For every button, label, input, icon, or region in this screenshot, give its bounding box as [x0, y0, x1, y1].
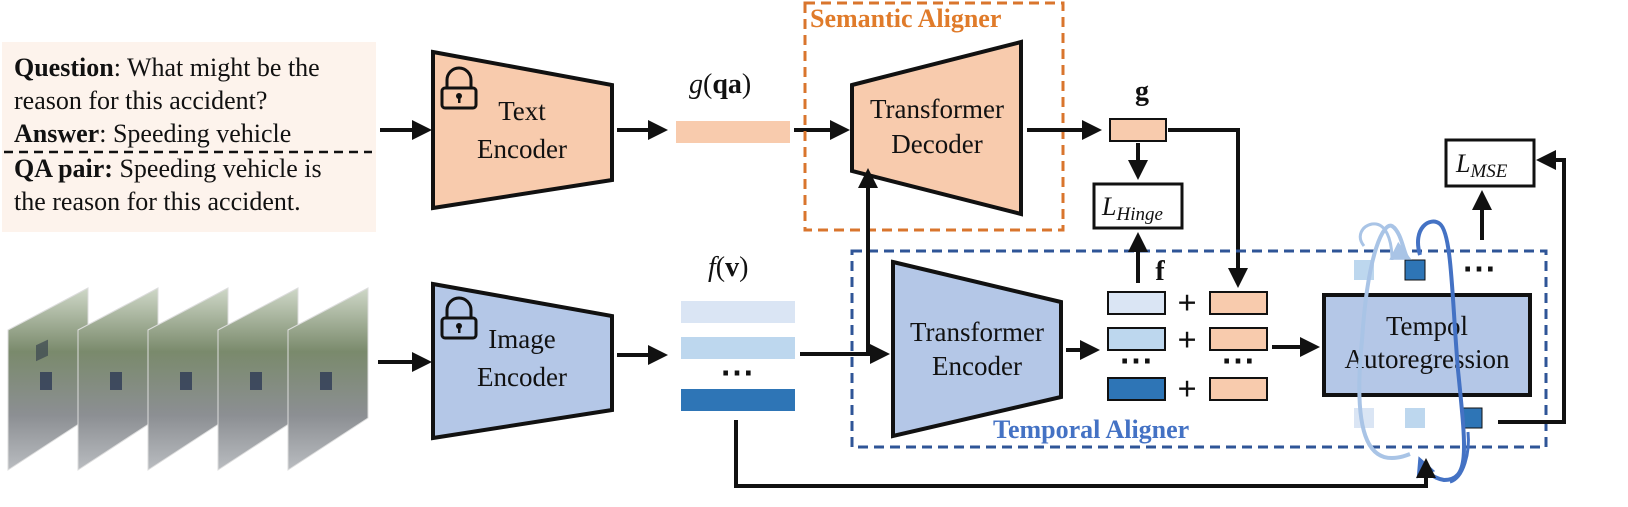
lock-icon: [440, 296, 478, 340]
plus-sign: +: [1177, 371, 1196, 408]
top-token-dark: [1404, 259, 1426, 281]
answer-text: : Speeding vehicle: [99, 119, 291, 148]
image-encoder-block: [431, 281, 614, 441]
lock-icon: [440, 66, 478, 110]
semantic-aligner-label: Semantic Aligner: [810, 4, 1001, 33]
question-text-cont: reason for this accident?: [14, 86, 267, 115]
transformer-decoder-label-2: Decoder: [891, 129, 982, 159]
transformer-encoder-label: Transformer: [910, 317, 1044, 347]
qa-box: Question: What might be the reason for t…: [2, 42, 376, 232]
fv-feature-1: [681, 301, 795, 323]
qa-background: [2, 42, 376, 232]
f-label: f: [1155, 256, 1165, 287]
semantic-aligner: Semantic Aligner Transformer Decoder: [803, 1, 1065, 232]
answer-label: Answer: [14, 119, 99, 148]
f-ellipsis: ⋯: [1119, 343, 1155, 380]
bottom-token-light: [1405, 408, 1425, 428]
video-frames: [7, 287, 369, 471]
g-copy-n: [1209, 377, 1268, 401]
loop-arrow-dark-2: [1449, 431, 1470, 484]
temporal-aligner-box: [850, 249, 1548, 449]
fv-feature-n: [681, 389, 795, 411]
arrow-tempol-to-mse: [1498, 150, 1566, 424]
transformer-decoder-block: [850, 39, 1023, 217]
loop-arrow-dark: [1416, 219, 1467, 483]
loop-arrow-light-2: [1358, 222, 1394, 261]
g-feature: [1109, 118, 1167, 142]
transformer-encoder-block: [891, 259, 1063, 439]
image-encoder-label-2: Encoder: [477, 362, 567, 392]
plus-sign: +: [1177, 285, 1196, 322]
fv-ellipsis: ⋯: [720, 355, 756, 392]
g-ellipsis: ⋯: [1221, 343, 1257, 380]
f-feature-2: [1107, 327, 1166, 351]
temporal-aligner-label: Temporal Aligner: [993, 415, 1189, 444]
hinge-loss-label: LHinge: [1101, 192, 1163, 225]
g-copy-1: [1209, 291, 1268, 315]
semantic-aligner-box: [803, 1, 1065, 232]
text-encoder-label-2: Encoder: [477, 134, 567, 164]
mse-loss-label: LMSE: [1455, 149, 1508, 182]
top-token-ellipsis: ⋯: [1462, 251, 1498, 288]
g-copy-2: [1209, 327, 1268, 351]
arrow-fv-to-tempol-bottom: [734, 420, 1436, 488]
svg-text:QA pair: Speeding vehicle is: QA pair: Speeding vehicle is: [14, 154, 322, 183]
hinge-loss-box: [1092, 182, 1184, 230]
fv-feature-2: [681, 337, 795, 359]
qa-pair-text: Speeding vehicle is: [113, 154, 322, 183]
loop-arrow-light: [1357, 223, 1412, 460]
arrow-g-to-sum: [1168, 128, 1248, 288]
gqa-feature: [676, 121, 790, 143]
svg-text:Answer: Speeding vehicle: Answer: Speeding vehicle: [14, 119, 291, 148]
text-encoder-label: Text: [498, 96, 546, 126]
gqa-label: g(qa): [689, 69, 751, 100]
qa-pair-label: QA pair:: [14, 154, 113, 183]
question-text: : What might be the: [114, 53, 320, 82]
tempol-label-2: Autoregression: [1345, 344, 1510, 374]
fv-label: f(v): [708, 252, 748, 283]
g-label: g: [1135, 76, 1149, 107]
plus-sign: +: [1177, 322, 1196, 359]
image-encoder-label: Image: [488, 324, 555, 354]
question-label: Question: [14, 53, 114, 82]
svg-text:Question: What might be the: Question: What might be the: [14, 53, 320, 82]
mse-loss-box: [1444, 138, 1536, 188]
image-encoder: Image Encoder: [431, 281, 614, 441]
f-feature-1: [1107, 291, 1166, 315]
text-encoder-block: [431, 49, 614, 211]
text-encoder: Text Encoder: [431, 49, 614, 211]
transformer-decoder-label: Transformer: [870, 94, 1004, 124]
transformer-encoder-label-2: Encoder: [932, 351, 1022, 381]
qa-pair-text-cont: the reason for this accident.: [14, 187, 301, 216]
f-feature-n: [1107, 377, 1166, 401]
